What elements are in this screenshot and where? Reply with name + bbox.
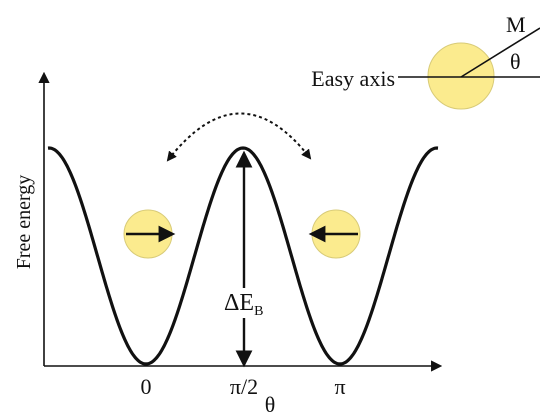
x-tick-zero: 0 [141,374,152,399]
angle-label: θ [510,49,521,74]
energy-curve [47,146,439,366]
x-axis-label: θ [265,392,276,416]
x-tick-half-pi: π/2 [230,374,258,399]
y-axis-label: Free energy [13,175,35,270]
switching-arrow [166,112,312,162]
magnetization-vector [460,27,540,78]
energy-barrier-label: ΔEB [224,290,263,319]
inset-particle [427,42,495,110]
x-tick-pi: π [334,374,345,399]
energy-barrier-main: ΔE [224,290,254,316]
magnetization-label: M [506,12,526,37]
barrier-label-background [222,288,270,318]
energy-barrier-subscript: B [254,304,263,319]
easy-axis-label: Easy axis [311,66,395,91]
